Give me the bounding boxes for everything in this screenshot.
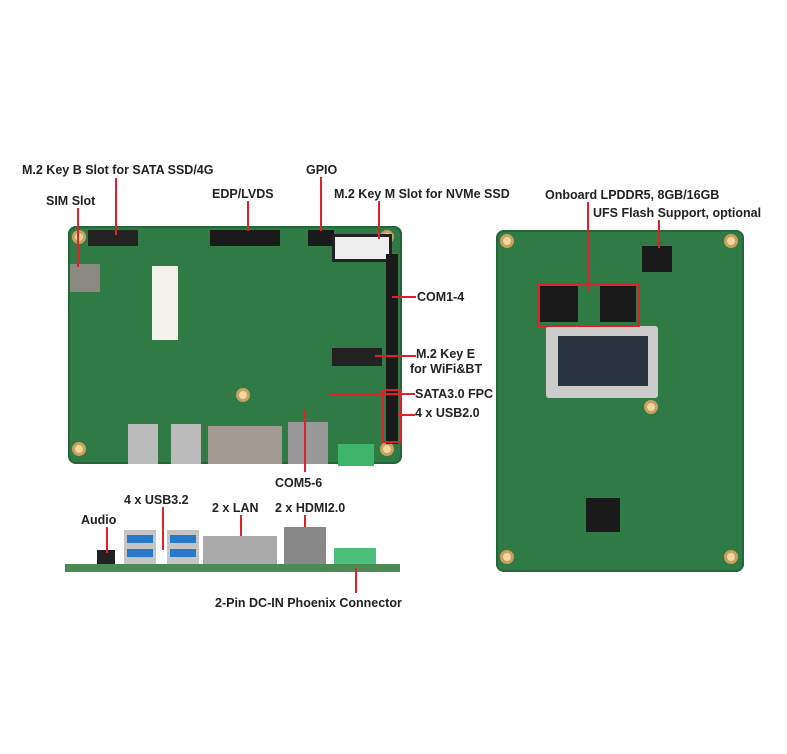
lpddr5-chip [540,286,578,322]
label-sim-slot: SIM Slot [46,194,96,208]
callout-line [304,410,306,472]
usb20-highlight [382,389,402,443]
label-lan: 2 x LAN [212,501,259,515]
mounting-hole [380,442,394,456]
callout-line [398,414,415,416]
label-com1-4: COM1-4 [417,290,465,304]
callout-line [240,515,242,536]
callout-line [304,515,306,527]
callout-line [658,220,660,248]
label-sata-fpc: SATA3.0 FPC [415,387,494,401]
label-usb20: 4 x USB2.0 [415,406,480,420]
mounting-hole [644,400,658,414]
label-lpddr5: Onboard LPDDR5, 8GB/16GB [545,188,720,202]
callout-line [378,201,380,239]
label-dc-in: 2-Pin DC-IN Phoenix Connector [215,596,402,610]
ufs-flash-chip [642,246,672,272]
dc-in-phoenix [334,548,376,564]
audio-jack [97,550,115,564]
com-header [386,254,398,444]
callout-line [162,507,164,550]
callout-line [115,178,117,235]
callout-line [355,568,357,593]
hdmi-port [288,422,328,464]
callout-line [77,208,79,267]
m2-key-e-slot [332,348,382,366]
chip [586,498,620,532]
label-sticker [152,266,178,340]
lpddr5-chip [600,286,636,322]
callout-line [329,393,415,395]
cpu [546,326,658,398]
label-m2-key-m: M.2 Key M Slot for NVMe SSD [334,187,510,201]
label-usb32: 4 x USB3.2 [124,493,189,507]
usb-port [128,424,158,464]
label-com5-6: COM5-6 [275,476,323,490]
mounting-hole [724,234,738,248]
lan-ports [203,536,277,564]
mounting-hole [724,550,738,564]
dc-in-connector [338,444,374,466]
mounting-hole [236,388,250,402]
label-edp-lvds: EDP/LVDS [212,187,274,201]
lpddr5-highlight [537,283,640,327]
label-m2-key-b: M.2 Key B Slot for SATA SSD/4G [22,163,214,177]
mounting-hole [500,550,514,564]
usb-port [171,424,201,464]
usb32-port [124,530,156,564]
label-hdmi: 2 x HDMI2.0 [275,501,346,515]
board-back-view [496,230,744,572]
callout-line [375,355,416,357]
label-audio: Audio [81,513,117,527]
label-m2-key-e: M.2 Key E [416,347,476,361]
hdmi-ports [284,527,326,564]
m2-key-b-slot [88,230,138,246]
gpio-header [308,230,334,246]
usb32-port [167,530,199,564]
label-m2-key-e-2: for WiFi&BT [410,362,483,376]
label-ufs: UFS Flash Support, optional [593,206,762,220]
callout-line [392,296,416,298]
callout-line [587,202,589,292]
sim-slot [70,264,100,292]
callout-line [106,527,108,553]
board-side-view [65,564,400,572]
board-top-view [68,226,402,466]
m2-key-m-slot [332,234,392,262]
mounting-hole [72,230,86,244]
callout-line [320,177,322,231]
mounting-hole [500,234,514,248]
lan-port [208,426,282,464]
mounting-hole [72,442,86,456]
edp-lvds-header [210,230,280,246]
label-gpio: GPIO [306,163,338,177]
callout-line [247,201,249,231]
